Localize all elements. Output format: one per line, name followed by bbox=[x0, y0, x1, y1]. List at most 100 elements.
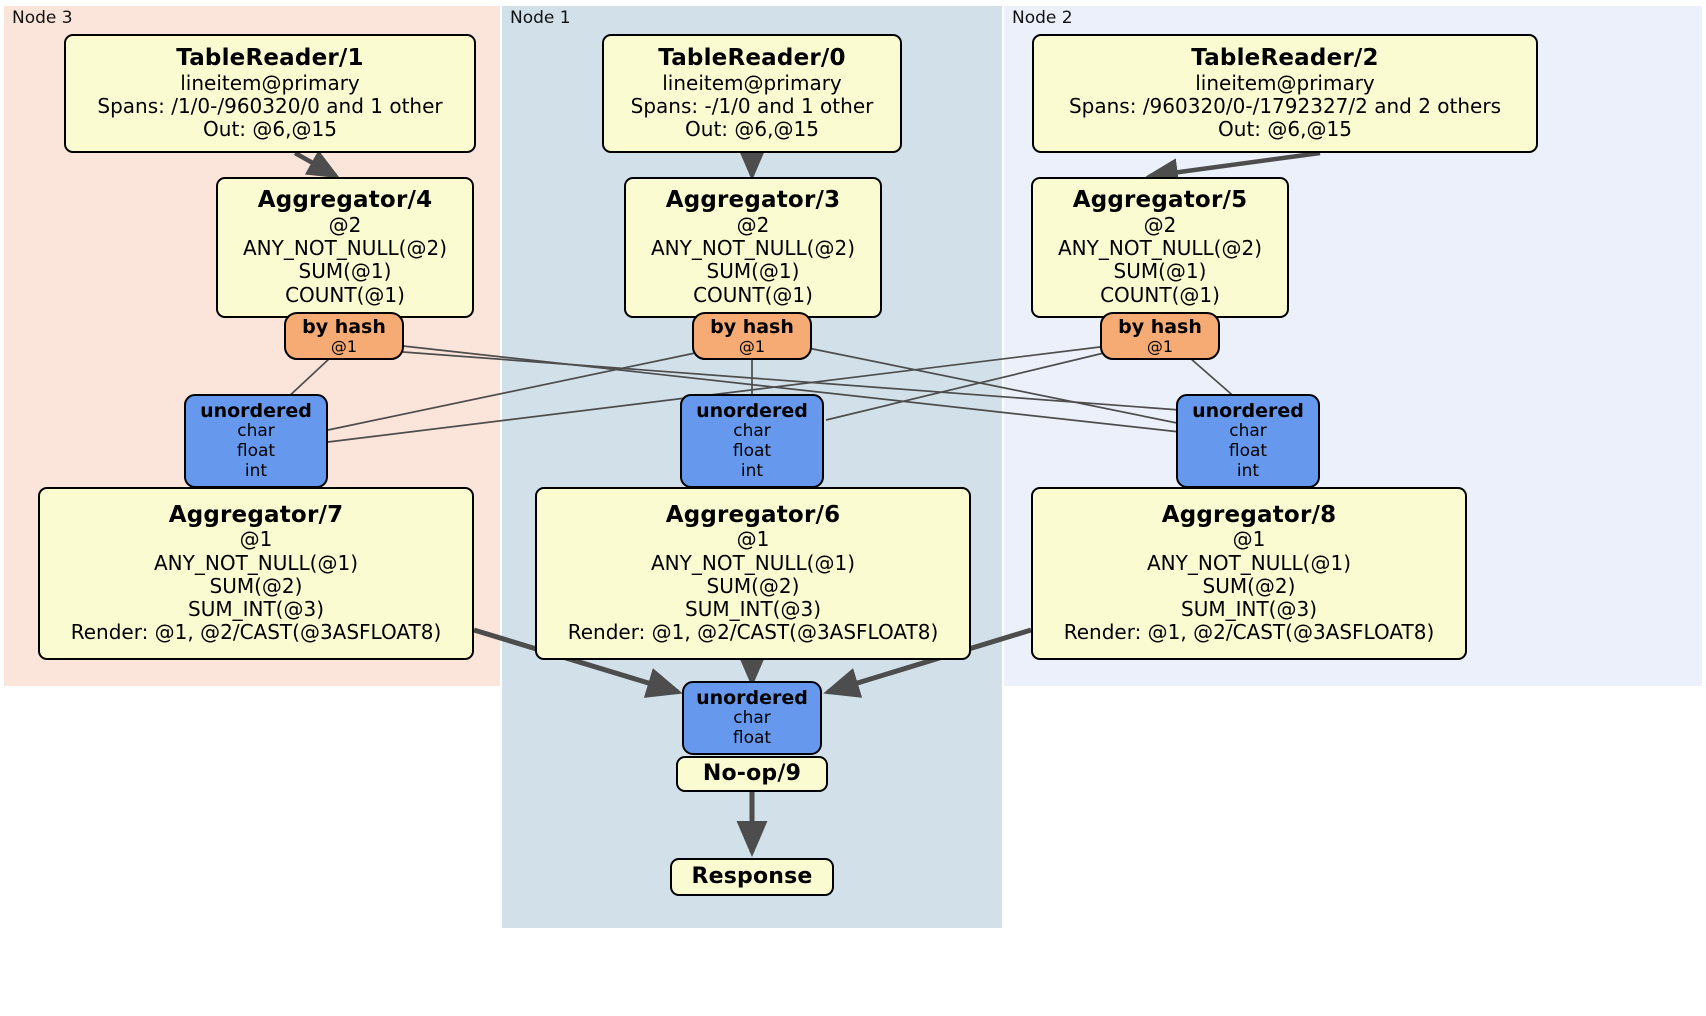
processor-aggregator-7[interactable]: Aggregator/7 @1 ANY_NOT_NULL(@1) SUM(@2)… bbox=[38, 487, 474, 660]
processor-line: @2 bbox=[736, 213, 770, 237]
synchronizer-unordered-final[interactable]: unordered char float bbox=[682, 681, 822, 755]
router-title: by hash bbox=[710, 315, 794, 338]
processor-line: COUNT(@1) bbox=[285, 282, 405, 307]
synchronizer-title: unordered bbox=[696, 687, 808, 710]
processor-tablereader-2[interactable]: TableReader/2 lineitem@primary Spans: /9… bbox=[1032, 34, 1538, 153]
synchronizer-line: char bbox=[237, 421, 275, 442]
region-label-node-3: Node 3 bbox=[12, 8, 73, 28]
region-label-node-1: Node 1 bbox=[510, 8, 571, 28]
processor-line: @2 bbox=[328, 213, 362, 237]
processor-aggregator-5[interactable]: Aggregator/5 @2 ANY_NOT_NULL(@2) SUM(@1)… bbox=[1031, 177, 1289, 318]
router-by-hash-4[interactable]: by hash @1 bbox=[284, 312, 404, 360]
synchronizer-unordered-8[interactable]: unordered char float int bbox=[1176, 394, 1320, 488]
processor-line: ANY_NOT_NULL(@2) bbox=[1058, 236, 1262, 261]
edge-tablereader1-aggregator4 bbox=[293, 150, 340, 179]
processor-line: @1 bbox=[239, 527, 273, 552]
edge-byhash4-unordered6 bbox=[402, 345, 1181, 433]
processor-tablereader-0[interactable]: TableReader/0 lineitem@primary Spans: -/… bbox=[602, 34, 902, 153]
processor-line: ANY_NOT_NULL(@1) bbox=[651, 550, 855, 575]
processor-title: TableReader/1 bbox=[176, 44, 364, 71]
synchronizer-line: int bbox=[244, 460, 268, 481]
synchronizer-unordered-6[interactable]: unordered char float int bbox=[680, 394, 824, 488]
synchronizer-line: float bbox=[732, 728, 772, 749]
processor-title: Aggregator/8 bbox=[1161, 501, 1337, 528]
edge-byhash5-unordered6 bbox=[825, 351, 1109, 421]
synchronizer-unordered-7[interactable]: unordered char float int bbox=[184, 394, 328, 488]
processor-aggregator-4[interactable]: Aggregator/4 @2 ANY_NOT_NULL(@2) SUM(@1)… bbox=[216, 177, 474, 318]
processor-line: SUM(@2) bbox=[706, 573, 800, 598]
processor-line: SUM(@2) bbox=[209, 573, 303, 598]
processor-line: lineitem@primary bbox=[1195, 70, 1375, 95]
router-line: @1 bbox=[330, 336, 358, 356]
processor-aggregator-3[interactable]: Aggregator/3 @2 ANY_NOT_NULL(@2) SUM(@1)… bbox=[624, 177, 882, 318]
processor-line: SUM(@2) bbox=[1202, 573, 1296, 598]
processor-line: Spans: -/1/0 and 1 other bbox=[630, 93, 874, 118]
processor-line: @2 bbox=[1143, 213, 1177, 237]
processor-line: Out: @6,@15 bbox=[1218, 116, 1352, 141]
processor-line: Out: @6,@15 bbox=[203, 116, 337, 141]
synchronizer-title: unordered bbox=[696, 400, 808, 423]
processor-line: @1 bbox=[736, 527, 770, 552]
edge-byhash3-unordered7 bbox=[327, 351, 701, 431]
processor-line: Spans: /1/0-/960320/0 and 1 other bbox=[97, 93, 443, 118]
synchronizer-line: int bbox=[1236, 460, 1260, 481]
processor-line: COUNT(@1) bbox=[1100, 282, 1220, 307]
processor-line: ANY_NOT_NULL(@1) bbox=[154, 550, 358, 575]
processor-aggregator-6[interactable]: Aggregator/6 @1 ANY_NOT_NULL(@1) SUM(@2)… bbox=[535, 487, 971, 660]
edge-byhash4-unordered7 bbox=[284, 357, 331, 401]
processor-title: TableReader/0 bbox=[658, 44, 846, 71]
processor-title: TableReader/2 bbox=[1191, 44, 1379, 71]
edge-byhash5-unordered8 bbox=[1189, 357, 1239, 401]
edge-aggregator7-unordered9 bbox=[473, 627, 683, 698]
processor-title: Aggregator/5 bbox=[1072, 187, 1248, 214]
processor-title: Aggregator/3 bbox=[665, 187, 841, 214]
synchronizer-line: float bbox=[1228, 441, 1268, 462]
synchronizer-title: unordered bbox=[200, 400, 312, 423]
processor-render-line: Render: @1, @2/CAST(@3ASFLOAT8) bbox=[1063, 620, 1435, 645]
processor-title: Aggregator/6 bbox=[665, 501, 841, 528]
edge-aggregator8-unordered9 bbox=[823, 627, 1032, 698]
processor-tablereader-1[interactable]: TableReader/1 lineitem@primary Spans: /1… bbox=[64, 34, 476, 153]
synchronizer-line: float bbox=[236, 441, 276, 462]
processor-line: ANY_NOT_NULL(@2) bbox=[243, 236, 447, 261]
router-line: @1 bbox=[738, 336, 766, 356]
router-by-hash-3[interactable]: by hash @1 bbox=[692, 312, 812, 360]
router-title: by hash bbox=[1118, 315, 1202, 338]
processor-response[interactable]: Response bbox=[670, 858, 834, 896]
edge-tablereader2-aggregator5 bbox=[1145, 150, 1321, 187]
processor-title: No-op/9 bbox=[702, 760, 802, 786]
edge-byhash4-unordered8 bbox=[402, 351, 1181, 411]
router-line: @1 bbox=[1146, 336, 1174, 356]
synchronizer-line: char bbox=[733, 708, 771, 729]
processor-line: ANY_NOT_NULL(@1) bbox=[1147, 550, 1351, 575]
processor-render-line: Render: @1, @2/CAST(@3ASFLOAT8) bbox=[567, 620, 939, 645]
processor-line: ANY_NOT_NULL(@2) bbox=[651, 236, 855, 261]
processor-line: SUM_INT(@3) bbox=[685, 596, 821, 621]
synchronizer-line: float bbox=[732, 441, 772, 462]
processor-render-line: Render: @1, @2/CAST(@3ASFLOAT8) bbox=[70, 620, 442, 645]
synchronizer-title: unordered bbox=[1192, 400, 1304, 423]
processor-line: Spans: /960320/0-/1792327/2 and 2 others bbox=[1068, 93, 1501, 118]
processor-title: Aggregator/7 bbox=[168, 501, 344, 528]
synchronizer-line: char bbox=[1229, 421, 1267, 442]
processor-line: SUM(@1) bbox=[1113, 259, 1207, 284]
processor-title: Aggregator/4 bbox=[257, 187, 433, 214]
processor-line: SUM_INT(@3) bbox=[1181, 596, 1317, 621]
synchronizer-line: char bbox=[733, 421, 771, 442]
processor-line: Out: @6,@15 bbox=[685, 116, 819, 141]
processor-line: lineitem@primary bbox=[180, 70, 360, 95]
edge-byhash3-unordered8 bbox=[807, 347, 1183, 425]
synchronizer-line: int bbox=[740, 460, 764, 481]
processor-line: @1 bbox=[1232, 527, 1266, 552]
processor-title: Response bbox=[691, 863, 813, 889]
processor-line: SUM(@1) bbox=[706, 259, 800, 284]
router-title: by hash bbox=[302, 315, 386, 338]
processor-line: lineitem@primary bbox=[662, 70, 842, 95]
processor-no-op-9[interactable]: No-op/9 bbox=[676, 756, 828, 792]
processor-aggregator-8[interactable]: Aggregator/8 @1 ANY_NOT_NULL(@1) SUM(@2)… bbox=[1031, 487, 1467, 660]
router-by-hash-5[interactable]: by hash @1 bbox=[1100, 312, 1220, 360]
processor-line: SUM_INT(@3) bbox=[188, 596, 324, 621]
processor-line: SUM(@1) bbox=[298, 259, 392, 284]
